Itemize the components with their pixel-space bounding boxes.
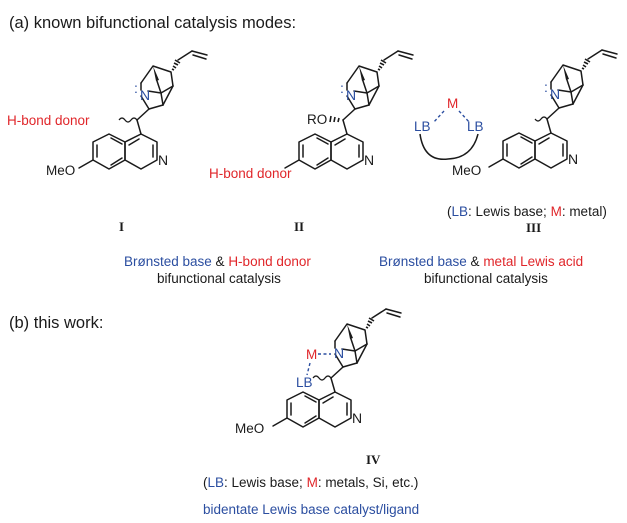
structure-iv: N N xyxy=(272,308,402,428)
lone-pair: : xyxy=(340,80,344,96)
structure-i-substituent: H-bond donor xyxy=(7,113,90,128)
quinoline-n: N xyxy=(568,151,578,167)
structure-iv-label: IV xyxy=(366,452,381,467)
structure-iii-legend: (LB: Lewis base; M: metal) xyxy=(447,204,607,219)
structure-i-label: I xyxy=(119,219,124,234)
quinuclidine-n: N xyxy=(334,345,344,361)
structure-i-caption: Brønsted base & H-bond donor xyxy=(124,254,311,269)
structure-iv-caption: bidentate Lewis base catalyst/ligand xyxy=(203,502,419,517)
structure-i-caption-line2: bifunctional catalysis xyxy=(157,271,281,286)
structure-iii-methoxy: MeO xyxy=(452,163,481,178)
structure-iv-lb: LB xyxy=(296,375,313,390)
structure-iii-tether xyxy=(419,133,479,161)
structure-iii-metal: M xyxy=(447,96,458,111)
structure-iii-lb-left: LB xyxy=(414,119,431,134)
quinoline-n: N xyxy=(364,152,374,168)
structure-iii: : N N xyxy=(488,49,618,169)
section-a-title: (a) known bifunctional catalysis modes: xyxy=(9,14,296,32)
structure-iii-caption-line2: bifunctional catalysis xyxy=(424,271,548,286)
structure-ii: : N N xyxy=(284,50,414,170)
quinoline-n: N xyxy=(352,410,362,426)
structure-ii-aryl-substituent: H-bond donor xyxy=(209,166,292,181)
lone-pair: : xyxy=(134,80,138,96)
structure-iv-legend: (LB: Lewis base; M: metals, Si, etc.) xyxy=(203,475,418,490)
structure-iv-metal: M xyxy=(306,347,317,362)
quinuclidine-n: N xyxy=(140,87,150,103)
structure-iii-lb-right: LB xyxy=(467,119,484,134)
structure-iii-caption: Brønsted base & metal Lewis acid xyxy=(379,254,583,269)
structure-i: : N N xyxy=(78,50,208,170)
structure-ii-substituent: RO xyxy=(307,112,327,127)
section-b-title: (b) this work: xyxy=(9,314,103,332)
structure-iv-methoxy: MeO xyxy=(235,421,264,436)
quinuclidine-n: N xyxy=(550,86,560,102)
structure-ii-label: II xyxy=(294,219,304,234)
structure-i-methoxy: MeO xyxy=(46,163,75,178)
quinuclidine-n: N xyxy=(346,87,356,103)
lone-pair: : xyxy=(544,79,548,95)
structure-iii-label: III xyxy=(526,220,541,235)
quinoline-n: N xyxy=(158,152,168,168)
